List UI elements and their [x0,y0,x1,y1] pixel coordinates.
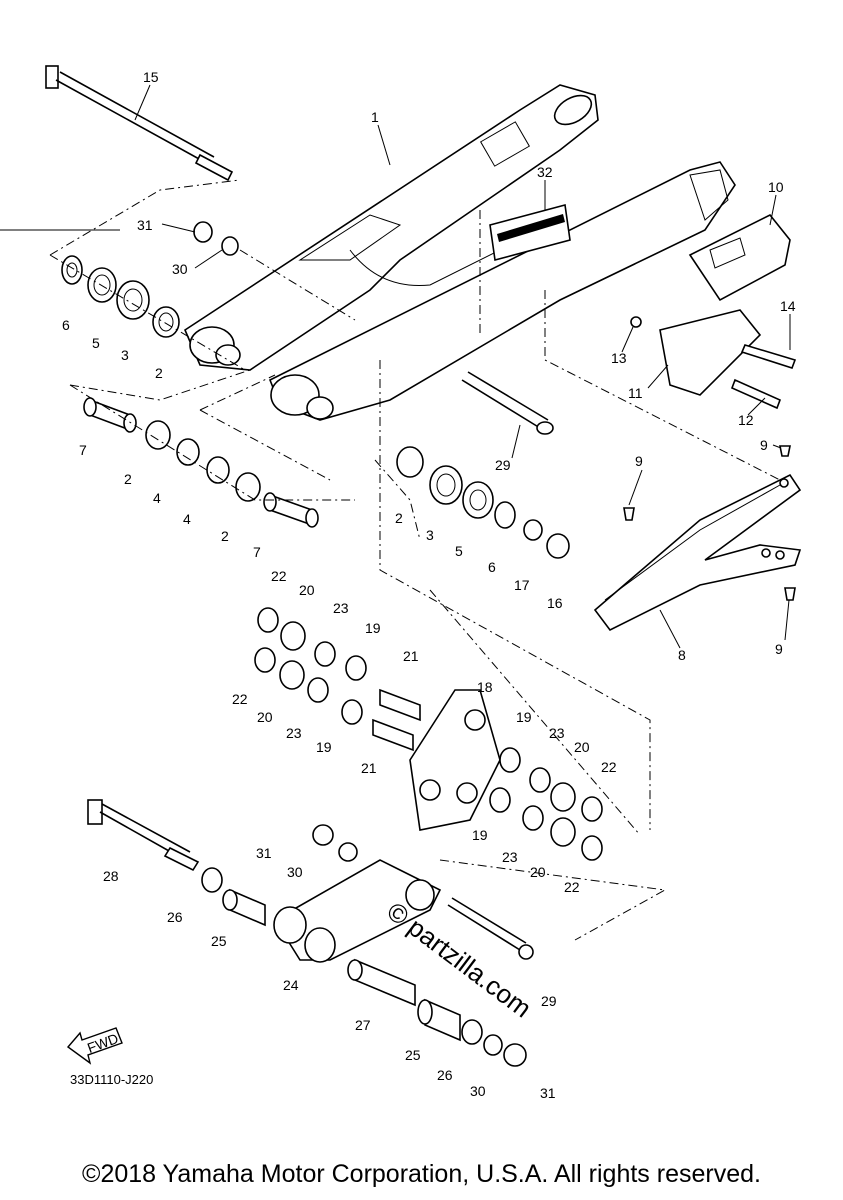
callout-29b: 29 [541,993,557,1009]
leader-lines [0,84,791,649]
callout-8: 8 [678,647,686,663]
diagram-code: 33D1110-J220 [70,1072,154,1087]
label-32[interactable] [489,203,571,262]
callout-20b: 20 [257,709,273,725]
callout-25a: 25 [211,933,227,949]
callout-30: 30 [172,261,188,277]
callout-21a: 21 [403,648,419,664]
callout-26a: 26 [167,909,183,925]
callout-29a: 29 [495,457,511,473]
callout-32: 32 [537,164,553,180]
callout-22a: 22 [271,568,287,584]
callout-23b: 23 [286,725,302,741]
callout-13: 13 [611,350,627,366]
callout-21b: 21 [361,760,377,776]
callout-9b: 9 [635,453,643,469]
callout-27: 27 [355,1017,371,1033]
callout-23a: 23 [333,600,349,616]
pivot-shaft-15[interactable] [45,65,234,182]
chain-puller-10[interactable] [688,213,791,302]
callout-9a: 9 [760,437,768,453]
connecting-rod-24[interactable] [201,824,534,1067]
callout-28: 28 [103,868,119,884]
callout-19b: 19 [316,739,332,755]
chain-guide-11[interactable] [630,309,797,410]
watermark: © partzilla.com [381,896,537,1024]
left-bearings[interactable] [61,221,239,338]
callout-numbers: 15 1 32 10 31 30 6 5 3 2 14 13 11 12 7 2… [62,69,796,1101]
collars-left[interactable] [83,397,319,528]
callout-7a: 7 [79,442,87,458]
callout-7b: 7 [253,544,261,560]
callout-31: 31 [137,217,153,233]
fwd-arrow-icon: FWD [66,1027,123,1065]
callout-31b: 31 [256,845,272,861]
swingarm-body-1[interactable] [184,84,736,421]
copyright-notice: ©2018 Yamaha Motor Corporation, U.S.A. A… [82,1160,761,1188]
callout-14: 14 [780,298,796,314]
reference-lines [49,179,781,941]
chain-slider-8[interactable] [593,473,802,632]
callout-30c: 30 [470,1083,486,1099]
callout-20c: 20 [574,739,590,755]
callout-25b: 25 [405,1047,421,1063]
callout-23c: 23 [549,725,565,741]
callout-22c: 22 [601,759,617,775]
callout-9c: 9 [775,641,783,657]
callout-30b: 30 [287,864,303,880]
callout-5c: 5 [455,543,463,559]
callout-26b: 26 [437,1067,453,1083]
callout-20a: 20 [299,582,315,598]
bolt-28[interactable] [87,799,200,872]
callout-19c: 19 [516,709,532,725]
callout-4a: 4 [153,490,161,506]
callout-22d: 22 [564,879,580,895]
callout-4b: 4 [183,511,191,527]
callout-20d: 20 [530,864,546,880]
callout-3c: 3 [426,527,434,543]
callout-1: 1 [371,109,379,125]
callout-5: 5 [92,335,100,351]
callout-19d: 19 [472,827,488,843]
callout-2a: 2 [124,471,132,487]
callout-6c: 6 [488,559,496,575]
callout-22b: 22 [232,691,248,707]
bolts-9[interactable] [623,445,796,601]
callout-2b: 2 [221,528,229,544]
callout-19a: 19 [365,620,381,636]
callout-17: 17 [514,577,530,593]
callout-11: 11 [628,385,643,401]
callout-24: 24 [283,977,299,993]
relay-arm-18[interactable] [254,607,603,861]
callout-12: 12 [738,412,754,428]
callout-31c: 31 [540,1085,556,1101]
callout-18: 18 [477,679,493,695]
callout-3: 3 [121,347,129,363]
callout-6: 6 [62,317,70,333]
callout-2: 2 [155,365,163,381]
right-bearings[interactable] [396,446,570,559]
callout-15: 15 [143,69,159,85]
callout-2c: 2 [395,510,403,526]
fwd-label: FWD [85,1030,120,1056]
callout-10: 10 [768,179,784,195]
bolt-29-upper[interactable] [461,371,554,435]
callout-23d: 23 [502,849,518,865]
callout-16: 16 [547,595,563,611]
